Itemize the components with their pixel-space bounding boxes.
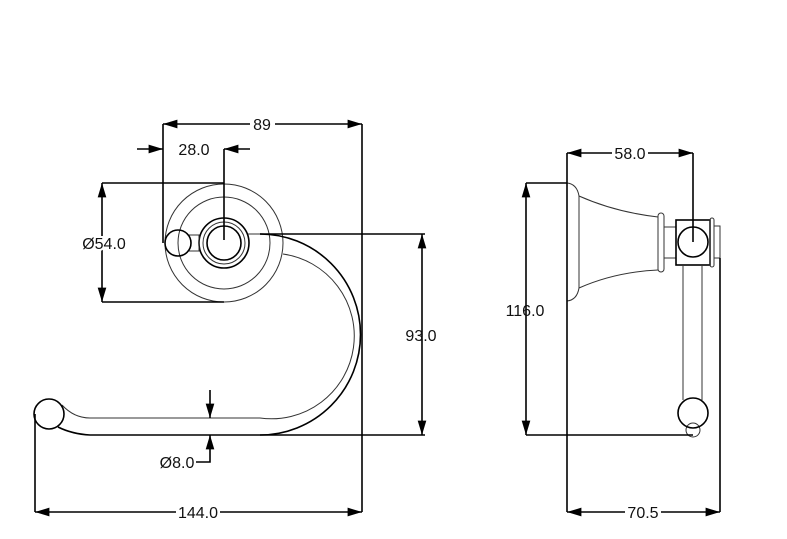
side-view: 58.0 116.0 70.5	[506, 146, 721, 522]
dim-label-70-5: 70.5	[627, 505, 658, 522]
dimension-93: 93.0	[260, 233, 437, 436]
dim-label-89: 89	[253, 117, 271, 134]
wall-plate	[566, 182, 721, 302]
dim-label-28: 28.0	[178, 142, 209, 159]
side-arm	[677, 265, 709, 438]
dimension-70-5: 70.5	[567, 258, 721, 522]
dimension-8: Ø8.0	[160, 390, 215, 472]
dim-label-8: Ø8.0	[160, 455, 195, 472]
front-view: 89 28.0 Ø54.0 93.0 Ø8.0	[33, 117, 437, 522]
dim-label-93: 93.0	[405, 328, 436, 345]
dimension-116: 116.0	[506, 182, 693, 436]
holder-arm	[33, 233, 362, 436]
dimension-89: 89	[162, 117, 363, 512]
dimension-54: Ø54.0	[80, 182, 224, 303]
dimension-144: 144.0	[34, 414, 362, 522]
dimension-28: 28.0	[137, 142, 250, 240]
dim-label-116: 116.0	[506, 303, 545, 320]
rosette-knob	[164, 229, 200, 257]
dim-label-54: Ø54.0	[82, 236, 126, 253]
dimension-58: 58.0	[566, 146, 694, 512]
dim-label-58: 58.0	[614, 146, 645, 163]
dim-label-144: 144.0	[178, 505, 218, 522]
